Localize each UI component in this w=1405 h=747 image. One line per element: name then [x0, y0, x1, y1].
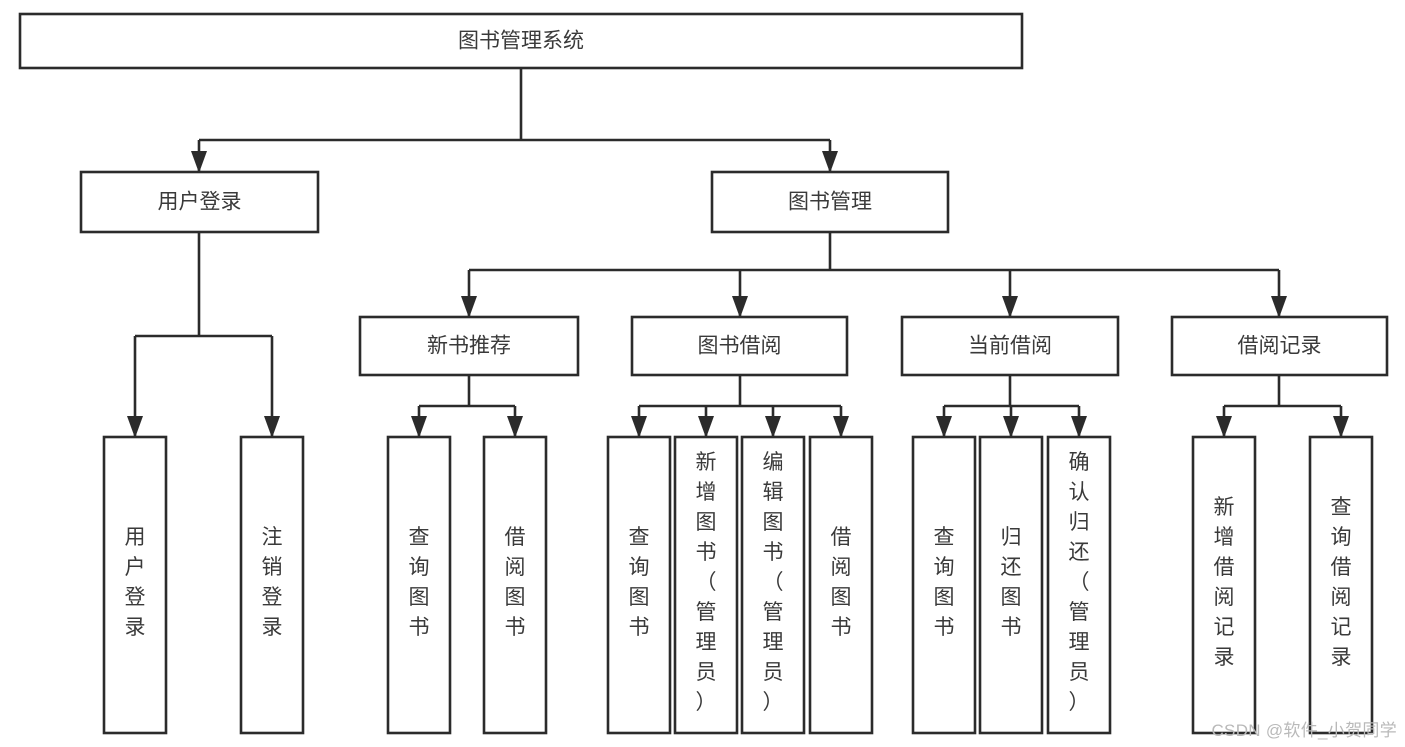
- node-leaf-confirm-return-label: 确认归还（管理员）: [1069, 451, 1090, 714]
- node-current-borrow[interactable]: 当前借阅: [900, 315, 1120, 377]
- node-leaf-return-book-label: 归还图书: [1001, 526, 1022, 639]
- arrow-head-icon: [191, 151, 207, 173]
- connector-group-borrow-record-bus: [1216, 375, 1349, 438]
- node-root-label: 图书管理系统: [458, 30, 584, 53]
- node-new-book-rec-label: 新书推荐: [427, 335, 511, 358]
- arrow-head-icon: [732, 296, 748, 318]
- node-leaf-edit-book-box[interactable]: [740, 435, 806, 735]
- node-leaf-borrow-book-rec-label: 借阅图书: [505, 526, 526, 639]
- node-leaf-add-record-box[interactable]: [1191, 435, 1257, 735]
- node-leaf-add-book-label: 新增图书（管理员）: [696, 451, 717, 714]
- arrow-head-icon: [461, 296, 477, 318]
- arrow-head-icon: [833, 416, 849, 438]
- node-leaf-query-record[interactable]: 查询借阅记录: [1308, 435, 1374, 735]
- arrow-head-icon: [411, 416, 427, 438]
- node-leaf-user-logout-box[interactable]: [239, 435, 305, 735]
- node-current-borrow-label: 当前借阅: [968, 335, 1052, 358]
- node-borrow-record[interactable]: 借阅记录: [1170, 315, 1389, 377]
- arrow-head-icon: [507, 416, 523, 438]
- node-leaf-user-login-box[interactable]: [102, 435, 168, 735]
- node-leaf-edit-book[interactable]: 编辑图书（管理员）: [740, 435, 806, 735]
- node-leaf-add-book-box[interactable]: [673, 435, 739, 735]
- arrow-head-icon: [127, 416, 143, 438]
- arrow-head-icon: [1071, 416, 1087, 438]
- node-leaf-query-book-borrow[interactable]: 查询图书: [606, 435, 672, 735]
- node-leaf-query-book-rec-label: 查询图书: [409, 526, 430, 639]
- arrow-head-icon: [1271, 296, 1287, 318]
- node-leaf-query-book-cur-label: 查询图书: [934, 526, 955, 639]
- node-leaf-confirm-return-box[interactable]: [1046, 435, 1112, 735]
- nodes-layer: 图书管理系统用户登录图书管理新书推荐图书借阅当前借阅借阅记录用户登录注销登录查询…: [18, 12, 1389, 735]
- watermark-text: CSDN @软件_小贺同学: [1211, 721, 1397, 740]
- node-leaf-add-book[interactable]: 新增图书（管理员）: [673, 435, 739, 735]
- arrow-head-icon: [698, 416, 714, 438]
- node-current-borrow-box[interactable]: [900, 315, 1120, 377]
- node-leaf-borrow-book-rec-box[interactable]: [482, 435, 548, 735]
- node-user-login-label: 用户登录: [158, 191, 242, 214]
- node-leaf-add-record-label: 新增借阅记录: [1214, 496, 1235, 669]
- arrow-head-icon: [1333, 416, 1349, 438]
- arrow-head-icon: [822, 151, 838, 173]
- node-leaf-edit-book-label: 编辑图书（管理员）: [763, 451, 784, 714]
- node-leaf-query-book-cur-box[interactable]: [911, 435, 977, 735]
- node-book-manage-label: 图书管理: [788, 191, 872, 214]
- node-user-login[interactable]: 用户登录: [79, 170, 320, 234]
- node-leaf-query-book-rec[interactable]: 查询图书: [386, 435, 452, 735]
- node-leaf-borrow-book-box[interactable]: [808, 435, 874, 735]
- node-leaf-user-login-label: 用户登录: [125, 526, 146, 639]
- arrow-head-icon: [1216, 416, 1232, 438]
- node-book-borrow-box[interactable]: [630, 315, 849, 377]
- node-leaf-user-logout[interactable]: 注销登录: [239, 435, 305, 735]
- node-book-manage[interactable]: 图书管理: [710, 170, 950, 234]
- node-leaf-borrow-book-label: 借阅图书: [831, 526, 852, 639]
- node-leaf-user-logout-label: 注销登录: [262, 526, 283, 639]
- node-book-borrow[interactable]: 图书借阅: [630, 315, 849, 377]
- node-new-book-rec[interactable]: 新书推荐: [358, 315, 580, 377]
- arrow-head-icon: [1002, 296, 1018, 318]
- node-borrow-record-box[interactable]: [1170, 315, 1389, 377]
- connector-group-root-bus: [191, 68, 838, 173]
- node-leaf-return-book[interactable]: 归还图书: [978, 435, 1044, 735]
- connector-group-current-borrow-bus: [936, 375, 1087, 438]
- node-leaf-return-book-box[interactable]: [978, 435, 1044, 735]
- arrow-head-icon: [631, 416, 647, 438]
- node-leaf-query-book-borrow-label: 查询图书: [629, 526, 650, 639]
- node-leaf-confirm-return[interactable]: 确认归还（管理员）: [1046, 435, 1112, 735]
- node-user-login-box[interactable]: [79, 170, 320, 234]
- arrow-head-icon: [1003, 416, 1019, 438]
- connector-group-book-manage-bus: [461, 232, 1287, 318]
- node-book-manage-box[interactable]: [710, 170, 950, 234]
- node-leaf-user-login[interactable]: 用户登录: [102, 435, 168, 735]
- node-leaf-query-book-borrow-box[interactable]: [606, 435, 672, 735]
- node-new-book-rec-box[interactable]: [358, 315, 580, 377]
- node-root[interactable]: 图书管理系统: [18, 12, 1024, 70]
- connector-group-user-login-bus: [127, 232, 280, 438]
- node-leaf-borrow-book-rec[interactable]: 借阅图书: [482, 435, 548, 735]
- connector-group-new-book-rec-bus: [411, 375, 523, 438]
- node-leaf-query-book-cur[interactable]: 查询图书: [911, 435, 977, 735]
- node-root-box[interactable]: [18, 12, 1024, 70]
- node-book-borrow-label: 图书借阅: [698, 335, 782, 358]
- connector-group-book-borrow-bus: [631, 375, 849, 438]
- node-borrow-record-label: 借阅记录: [1238, 335, 1322, 358]
- arrow-head-icon: [765, 416, 781, 438]
- node-leaf-query-record-box[interactable]: [1308, 435, 1374, 735]
- connectors-layer: [127, 68, 1349, 438]
- node-leaf-query-book-rec-box[interactable]: [386, 435, 452, 735]
- arrow-head-icon: [936, 416, 952, 438]
- node-leaf-add-record[interactable]: 新增借阅记录: [1191, 435, 1257, 735]
- node-leaf-borrow-book[interactable]: 借阅图书: [808, 435, 874, 735]
- node-leaf-query-record-label: 查询借阅记录: [1331, 496, 1352, 669]
- arrow-head-icon: [264, 416, 280, 438]
